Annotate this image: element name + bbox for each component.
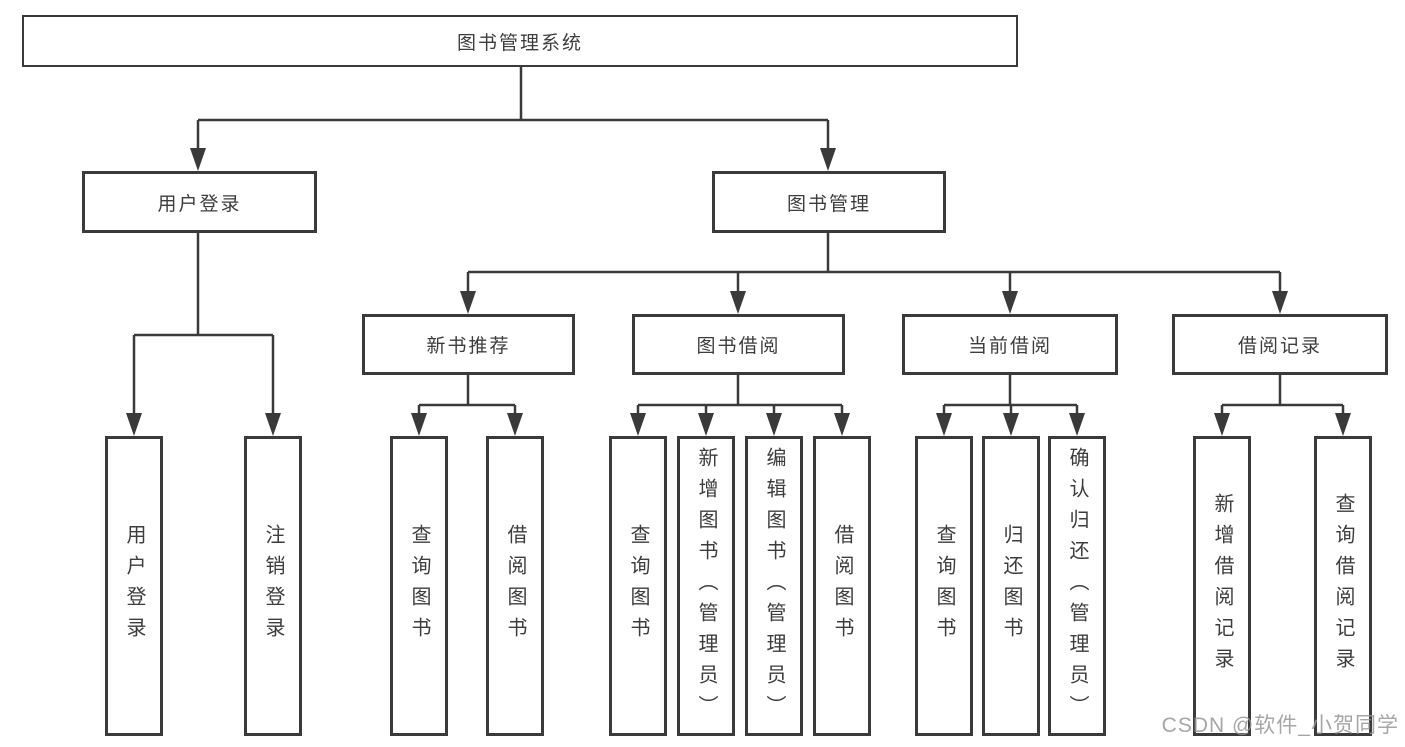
leaf-return-books: 归还图书 (982, 436, 1040, 736)
node-root-book-management-system: 图书管理系统 (22, 15, 1018, 67)
node-label: 当前借阅 (967, 336, 1052, 357)
node-label: 用户登录 (157, 193, 242, 215)
node-borrowing-records: 借阅记录 (1172, 314, 1388, 375)
leaf-add-borrow-record: 新增借阅记录 (1193, 436, 1251, 736)
leaf-edit-book-admin: 编辑图书（管理员） (745, 436, 803, 736)
leaf-label: 查询图书 (933, 524, 955, 648)
node-book-borrowing: 图书借阅 (632, 314, 845, 375)
leaf-confirm-return-admin: 确认归还（管理员） (1048, 436, 1106, 736)
node-label: 借阅记录 (1237, 336, 1322, 357)
leaf-label: 借阅图书 (831, 524, 853, 648)
leaf-label: 编辑图书（管理员） (763, 446, 785, 726)
leaf-add-book-admin: 新增图书（管理员） (677, 436, 735, 736)
node-user-login: 用户登录 (82, 171, 317, 233)
leaf-user-login: 用户登录 (105, 436, 163, 736)
leaf-logout: 注销登录 (244, 436, 302, 736)
node-label: 图书管理 (786, 193, 871, 215)
node-book-management: 图书管理 (712, 171, 946, 233)
leaf-label: 借阅图书 (504, 524, 526, 648)
leaf-label: 查询图书 (627, 524, 649, 648)
node-label: 新书推荐 (426, 336, 511, 357)
node-label: 图书借阅 (696, 336, 781, 357)
node-current-borrowing: 当前借阅 (902, 314, 1118, 375)
leaf-query-books-recommend: 查询图书 (390, 436, 448, 736)
leaf-label: 查询借阅记录 (1332, 493, 1354, 679)
leaf-query-books-borrow: 查询图书 (609, 436, 667, 736)
leaf-label: 查询图书 (408, 524, 430, 648)
leaf-label: 用户登录 (123, 524, 145, 648)
leaf-query-borrow-record: 查询借阅记录 (1314, 436, 1372, 736)
leaf-borrow-books-recommend: 借阅图书 (486, 436, 544, 736)
leaf-label: 新增借阅记录 (1211, 493, 1233, 679)
leaf-label: 新增图书（管理员） (695, 446, 717, 726)
node-label: 图书管理系统 (456, 32, 583, 54)
leaf-label: 归还图书 (1000, 524, 1022, 648)
leaf-query-books-current: 查询图书 (915, 436, 973, 736)
leaf-label: 确认归还（管理员） (1066, 446, 1088, 726)
leaf-borrow-books: 借阅图书 (813, 436, 871, 736)
node-new-book-recommendation: 新书推荐 (362, 314, 575, 375)
leaf-label: 注销登录 (262, 524, 284, 648)
